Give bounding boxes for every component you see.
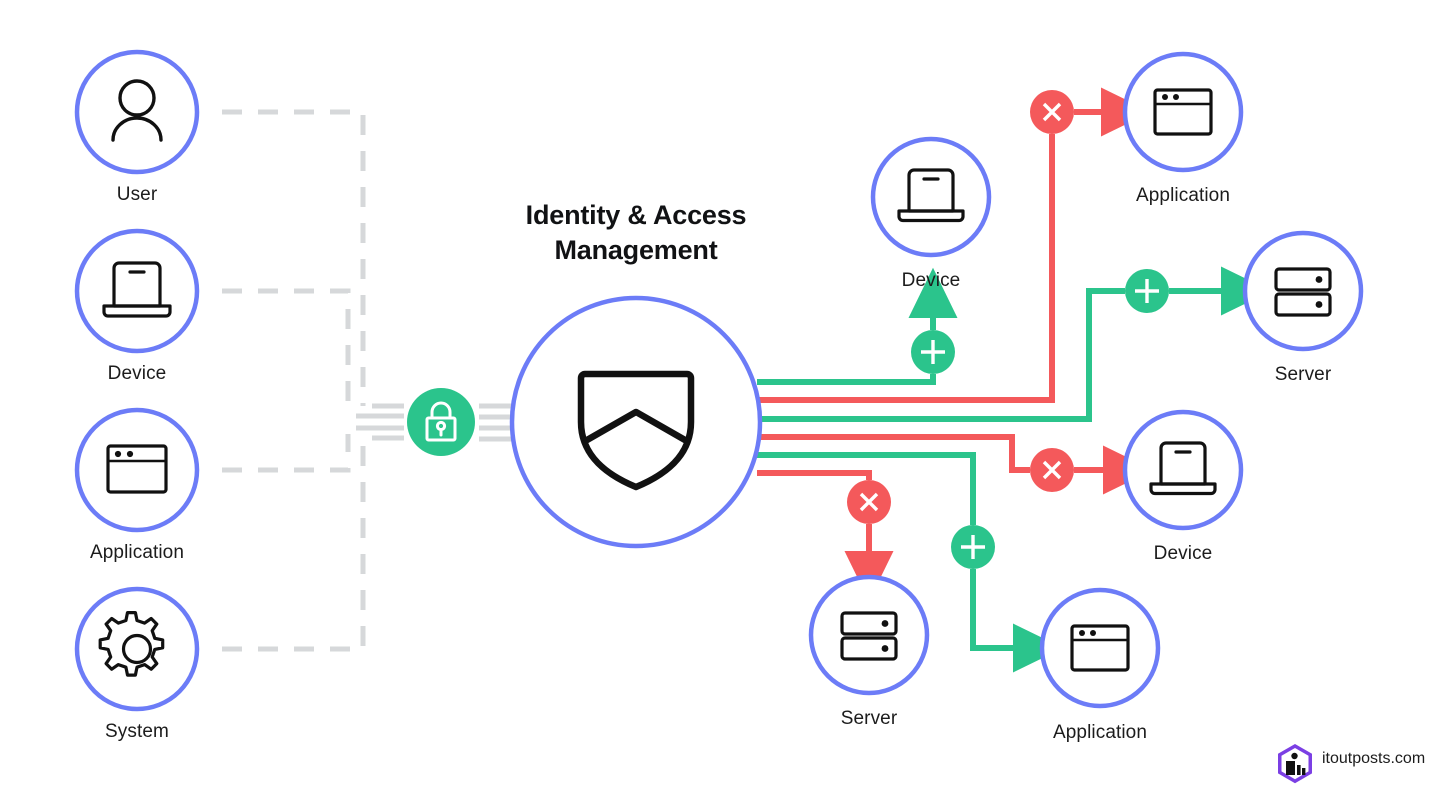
node-server-right[interactable] bbox=[1242, 230, 1364, 352]
server-icon bbox=[840, 611, 898, 661]
node-label-application-top: Application bbox=[1135, 185, 1231, 206]
node-server-bottom[interactable] bbox=[808, 574, 930, 696]
node-device-top[interactable] bbox=[870, 136, 992, 258]
node-label-user: User bbox=[116, 184, 158, 205]
dashed-path-application bbox=[222, 434, 351, 473]
badge-deny-application-top[interactable] bbox=[1030, 90, 1074, 134]
node-application[interactable] bbox=[74, 407, 200, 533]
flow-allow-device-top bbox=[757, 374, 936, 385]
laptop-icon bbox=[1149, 441, 1217, 496]
dashed-connector-group bbox=[222, 109, 366, 652]
node-label-server-right: Server bbox=[1274, 364, 1332, 385]
server-icon bbox=[1274, 267, 1332, 317]
node-center-iam[interactable] bbox=[509, 295, 763, 549]
node-user[interactable] bbox=[74, 49, 200, 175]
page-title: Identity & Access Management bbox=[426, 198, 846, 267]
lock-icon bbox=[425, 401, 457, 442]
target-node-group bbox=[808, 51, 1364, 709]
hexagon-logo-icon bbox=[1278, 744, 1312, 784]
node-application-top[interactable] bbox=[1122, 51, 1244, 173]
node-label-application-bottom: Application bbox=[1052, 722, 1148, 743]
node-label-system: System bbox=[105, 721, 169, 742]
page-title-line-2: Management bbox=[554, 234, 718, 265]
shield-icon bbox=[577, 370, 695, 491]
node-device[interactable] bbox=[74, 228, 200, 354]
node-label-device-right: Device bbox=[1153, 543, 1213, 564]
node-label-device: Device bbox=[107, 363, 167, 384]
node-label-application: Application bbox=[89, 542, 185, 563]
flow-allow-server-right bbox=[757, 288, 1125, 422]
laptop-icon bbox=[102, 261, 172, 318]
node-label-server-bottom: Server bbox=[840, 708, 898, 729]
badge-allow-application-bottom[interactable] bbox=[951, 525, 995, 569]
flow-allow-application-bottom-arrow bbox=[970, 569, 1064, 673]
badge-allow-server-right[interactable] bbox=[1125, 269, 1169, 313]
dashed-gate-in-group bbox=[356, 403, 404, 441]
badge-deny-server-bottom[interactable] bbox=[847, 480, 891, 524]
node-label-device-top: Device bbox=[901, 270, 961, 291]
brand[interactable]: itoutposts.com bbox=[1322, 750, 1425, 768]
flow-deny-server-bottom bbox=[757, 470, 872, 480]
user-icon bbox=[111, 79, 163, 142]
node-system[interactable] bbox=[74, 586, 200, 712]
badge-allow-device-top[interactable] bbox=[911, 330, 955, 374]
gear-icon bbox=[98, 611, 165, 677]
flow-deny-device-right bbox=[757, 434, 1030, 473]
dashed-path-user bbox=[222, 109, 366, 406]
laptop-icon bbox=[897, 168, 965, 223]
badge-deny-device-right[interactable] bbox=[1030, 448, 1074, 492]
node-application-bottom[interactable] bbox=[1039, 587, 1161, 709]
window-icon bbox=[1070, 624, 1130, 672]
brand-name: itoutposts.com bbox=[1322, 750, 1426, 767]
flow-allow-application-bottom bbox=[757, 452, 976, 525]
decision-badge-group bbox=[847, 90, 1169, 569]
window-icon bbox=[1153, 88, 1213, 136]
dashed-path-system bbox=[222, 438, 366, 652]
source-node-group bbox=[74, 49, 200, 712]
window-icon bbox=[106, 444, 168, 494]
flow-deny-application-top bbox=[757, 134, 1055, 403]
dashed-path-device bbox=[222, 288, 351, 410]
node-gate-lock[interactable] bbox=[407, 388, 475, 456]
flow-connector-group bbox=[757, 87, 1272, 673]
node-device-right[interactable] bbox=[1122, 409, 1244, 531]
page-title-line-1: Identity & Access bbox=[525, 200, 747, 230]
